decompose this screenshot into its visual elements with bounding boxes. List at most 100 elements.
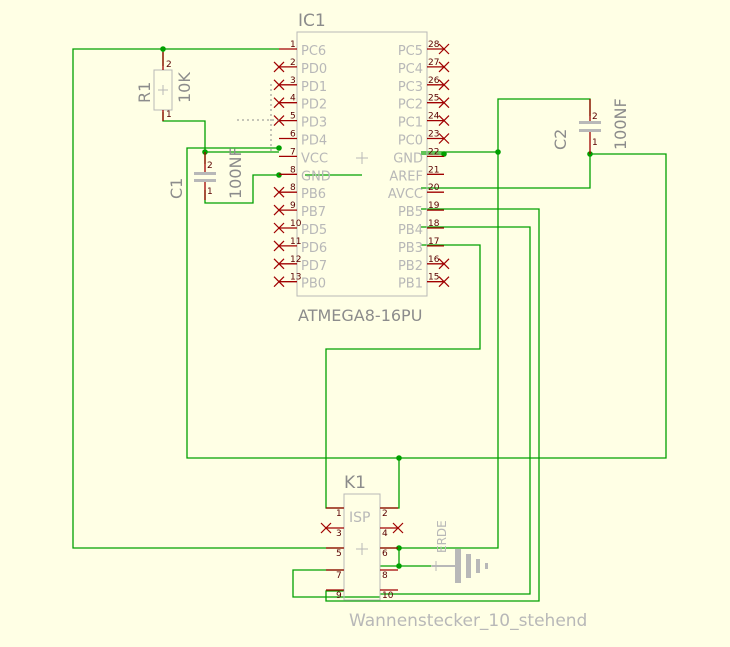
- r1-value: 10K: [175, 72, 194, 103]
- k1-pin-5[interactable]: 5: [326, 547, 344, 559]
- k1-body: [343, 493, 381, 601]
- unconnected-x-icon: [438, 61, 450, 73]
- ic1-value: ATMEGA8-16PU: [298, 306, 422, 325]
- k1-left-pins: 1 3 5 7 9: [320, 507, 344, 601]
- junction-dot: [396, 545, 402, 551]
- ic1-pin-pb4[interactable]: 18 PB4: [398, 219, 444, 238]
- erde-ground-symbol[interactable]: ERDE: [431, 520, 488, 583]
- pin-name: PC5: [398, 44, 423, 59]
- c2-plate-bottom: [579, 129, 601, 132]
- pin-name: PB6: [301, 187, 326, 202]
- pin-number: 10: [382, 591, 394, 601]
- wire-vcc-loop: [186, 147, 667, 459]
- pin-number: 18: [428, 219, 440, 229]
- pin-number: 27: [428, 58, 439, 68]
- unconnected-x-icon: [273, 61, 285, 73]
- pin-name: PD0: [301, 62, 327, 77]
- pin-number: 9: [290, 201, 296, 211]
- k1-pin-1[interactable]: 1: [326, 507, 344, 519]
- c1-capacitor[interactable]: 2 1 C1 100NF: [167, 147, 245, 200]
- junction-dot: [276, 145, 282, 151]
- pin-name: PD3: [301, 116, 327, 131]
- c2-capacitor[interactable]: 2 1 C2 100NF: [551, 98, 630, 154]
- k1-label: ISP: [349, 510, 370, 526]
- pin-name: PD6: [301, 241, 327, 256]
- unconnected-x-icon: [438, 276, 450, 288]
- wire-gnd-k1: [380, 152, 499, 549]
- unconnected-x-icon: [438, 43, 450, 55]
- k1-pin-7[interactable]: 7: [326, 569, 344, 581]
- pin-number: 4: [382, 529, 388, 539]
- c1-plate-bottom: [194, 179, 216, 182]
- ic1-body: [296, 31, 428, 297]
- junction-dot: [396, 563, 402, 569]
- c2-pin-top-number: 2: [592, 112, 598, 122]
- pin-number: 25: [428, 94, 439, 104]
- k1-pin-8[interactable]: 8: [380, 569, 398, 581]
- k1-pin-9[interactable]: 9: [326, 589, 344, 601]
- pin-name: PD1: [301, 80, 327, 95]
- unconnected-x-icon: [392, 522, 404, 534]
- pin-name: AVCC: [388, 187, 423, 202]
- pin-name: PB2: [398, 259, 423, 274]
- pin-name: PC6: [301, 44, 326, 59]
- pin-name: PB4: [398, 223, 423, 238]
- pin-number: 13: [290, 273, 301, 283]
- junction-dot: [441, 151, 447, 157]
- c2-value: 100NF: [611, 98, 630, 150]
- k1-pin-4[interactable]: 4: [380, 522, 404, 539]
- pin-number: 5: [290, 112, 296, 122]
- pin-name: PC2: [398, 98, 423, 113]
- ic1-pin-pc5[interactable]: 28 PC5: [398, 40, 450, 59]
- ic1-pin-pc2[interactable]: 25 PC2: [398, 94, 450, 113]
- pin-number: 19: [428, 201, 440, 211]
- erde-label: ERDE: [435, 520, 449, 553]
- pin-name: PC3: [398, 80, 423, 95]
- c1-plate-top: [194, 172, 216, 175]
- pin-name: PB3: [398, 241, 423, 256]
- pin-number: 7: [290, 147, 296, 157]
- c1-pin-top-number: 2: [207, 161, 213, 171]
- k1-pin-10[interactable]: 10: [380, 589, 398, 601]
- pin-number: 8: [382, 571, 388, 581]
- pin-name: PB1: [398, 277, 423, 292]
- ic1-pin-pd3[interactable]: 5 PD3: [273, 112, 327, 131]
- k1-pin-2[interactable]: 2: [380, 507, 398, 519]
- pin-name: PD2: [301, 98, 327, 113]
- wire-avcc: [421, 154, 591, 189]
- c2-name: C2: [551, 129, 570, 150]
- pin-number: 28: [428, 40, 440, 50]
- k1-pin-3[interactable]: 3: [320, 522, 344, 539]
- k1-pin-6[interactable]: 6: [380, 547, 398, 559]
- junction-dot: [396, 455, 402, 461]
- r1-resistor[interactable]: 2 1 R1 10K: [135, 52, 194, 121]
